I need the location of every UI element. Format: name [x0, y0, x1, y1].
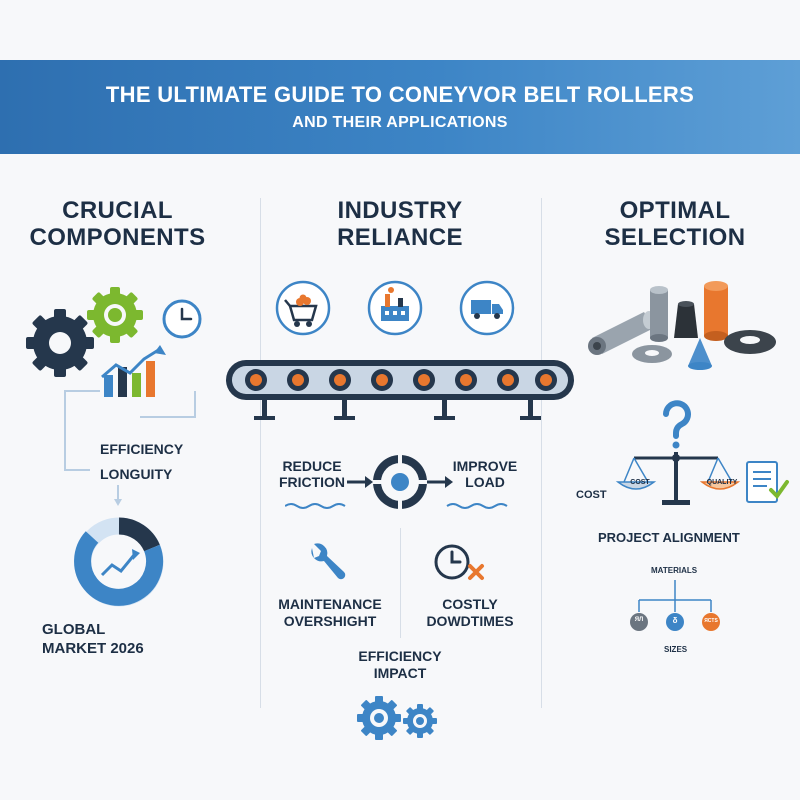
material-node-blue-text: δ [672, 616, 678, 625]
dark-ring-icon [724, 330, 776, 354]
conveyor-roller [497, 369, 519, 391]
flow-connector-lines [64, 390, 196, 506]
washer-ring-icon [632, 345, 672, 363]
global-market-label: GLOBAL MARKET 2026 [42, 621, 144, 657]
title-banner: THE ULTIMATE GUIDE TO CONEYVOR BELT ROLL… [0, 60, 800, 154]
improve-load-label: IMPROVE LOAD [452, 458, 518, 490]
checklist-document-icon [746, 461, 789, 503]
efficiency-impact-label: EFFICIENCY IMPACT [358, 648, 442, 681]
question-mark-icon [663, 400, 691, 449]
sizes-label: SIZES [664, 645, 688, 654]
conveyor-belt-illustration [226, 360, 574, 420]
dark-gear-icon [26, 309, 94, 377]
page-title: THE ULTIMATE GUIDE TO CONEYVOR BELT ROLL… [105, 82, 695, 107]
longevity-label: LONGUITY [100, 466, 173, 482]
scale-pan-left [615, 481, 657, 490]
roller-cross-section-diagram [285, 455, 508, 509]
orange-roller-icon [704, 281, 728, 341]
industry-reliance-heading: INDUSTRY RELIANCE [337, 197, 463, 251]
scale-cost-label: COST [630, 479, 650, 486]
project-alignment-label: PROJECT ALIGNMENT [598, 530, 740, 545]
conveyor-roller [535, 369, 557, 391]
conveyor-roller [329, 369, 351, 391]
market-donut-icon [74, 517, 164, 607]
clock-cancel-icon [434, 544, 484, 580]
materials-tree-diagram [630, 580, 720, 631]
conveyor-roller [245, 369, 267, 391]
clock-icon [162, 299, 202, 339]
delivery-truck-icon [459, 280, 515, 336]
balance-scale-illustration [615, 400, 741, 505]
material-node-orange-text: ЯCTS [704, 618, 718, 624]
reduce-friction-label: REDUCE FRICTION [278, 458, 346, 490]
costly-downtimes-label: COSTLY DOWDTIMES [426, 596, 514, 629]
mining-cart-icon [275, 280, 331, 336]
materials-label: MATERIALS [651, 566, 698, 575]
maintenance-oversight-label: MAINTENANCE OVERSHIGHT [278, 596, 382, 629]
blue-gear-icon [357, 696, 401, 740]
efficiency-label: EFFICIENCY [100, 441, 184, 457]
wrench-icon [311, 543, 346, 580]
material-node-gray [630, 613, 648, 631]
conveyor-roller [371, 369, 393, 391]
conveyor-legs [254, 400, 541, 420]
center-divider [400, 528, 401, 638]
blue-gear-small-icon [403, 704, 437, 738]
page-subtitle: AND THEIR APPLICATIONS [292, 114, 508, 131]
conveyor-roller [413, 369, 435, 391]
roller-parts-illustration [588, 281, 776, 370]
material-node-gray-text: ЯЛ [634, 617, 644, 623]
scale-quality-label: QUALITY [706, 479, 738, 486]
optimal-selection-heading: OPTIMAL SELECTION [604, 197, 746, 251]
conveyor-roller [455, 369, 477, 391]
scale-pan-right [699, 481, 741, 490]
gears-clock-illustration [26, 287, 202, 377]
cost-label: COST [576, 489, 607, 501]
efficiency-gears-icon [357, 696, 437, 740]
steel-cylinder-icon [650, 286, 668, 342]
material-node-blue [666, 613, 684, 631]
column-divider-right [541, 198, 542, 708]
trend-chart-icon [101, 345, 166, 397]
conveyor-roller [287, 369, 309, 391]
material-node-orange [702, 613, 720, 631]
industry-icons [275, 280, 515, 336]
column-divider-left [260, 198, 261, 708]
blue-cone-icon [688, 338, 712, 370]
green-gear-icon [87, 287, 143, 343]
dark-cone-icon [674, 301, 698, 338]
roller-section-icon [373, 455, 427, 509]
wave-right [446, 503, 508, 509]
factory-icon [367, 280, 423, 336]
crucial-components-heading: CRUCIAL COMPONENTS [29, 197, 206, 251]
wave-left [285, 503, 346, 509]
